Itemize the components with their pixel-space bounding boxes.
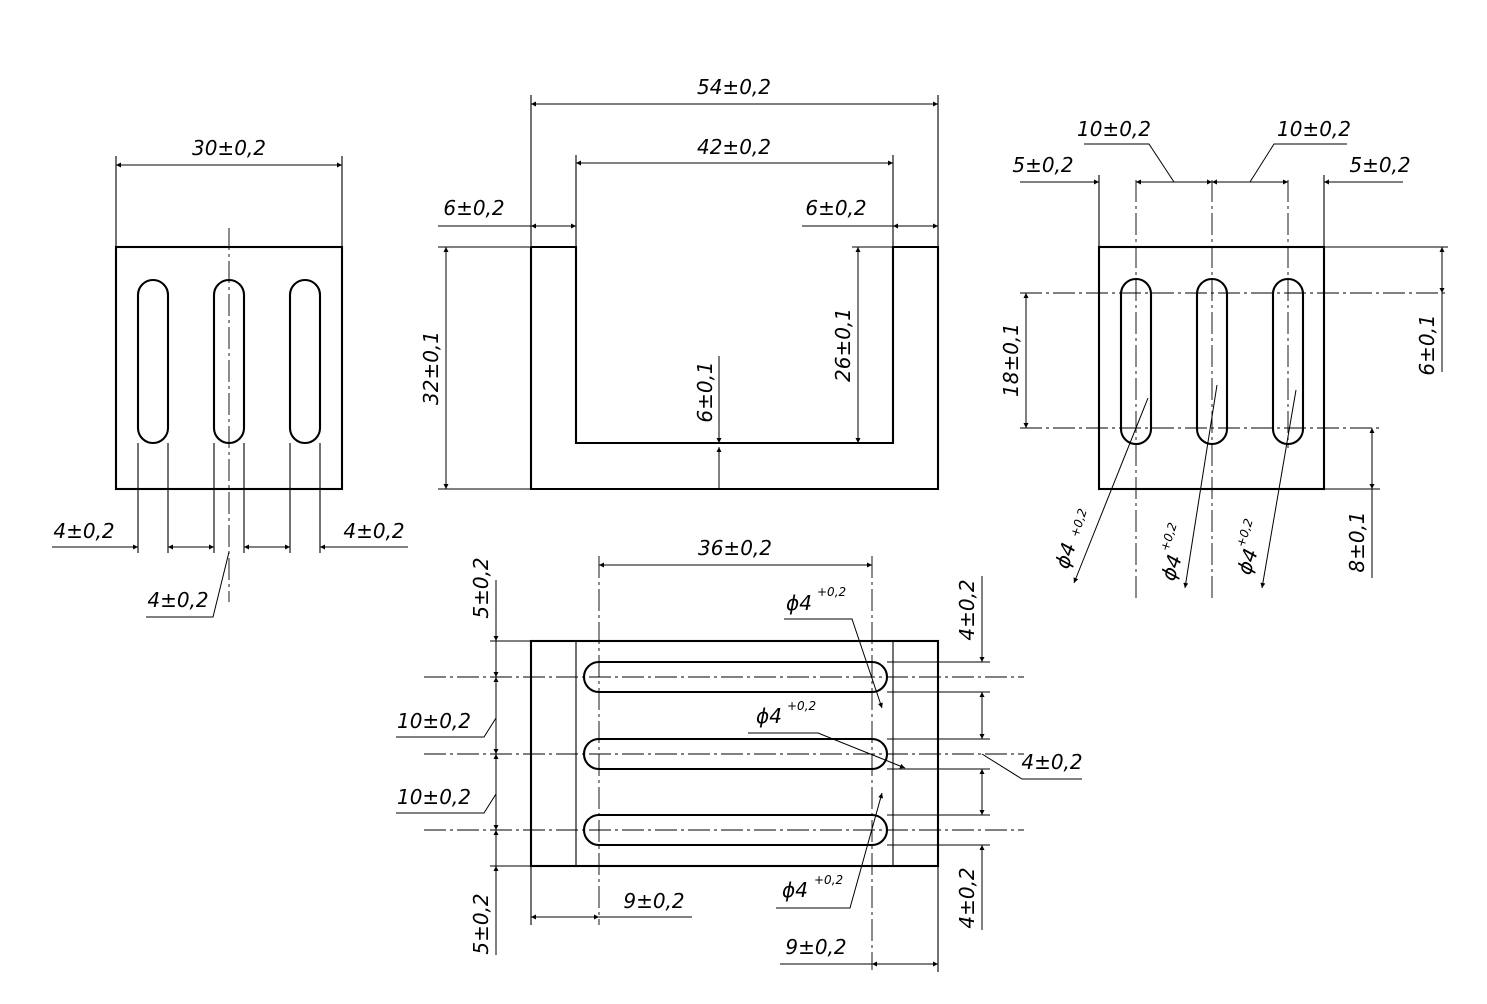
- right-hole-1-label: ϕ4: [1050, 539, 1081, 571]
- top-margin-bottom-label: 5±0,2: [469, 893, 493, 954]
- front-wall-left-label: 6±0,2: [443, 196, 504, 220]
- top-slot-span-label: 36±0,2: [698, 536, 772, 560]
- top-hole-1-tol: +0,2: [817, 585, 846, 599]
- right-pitch-left-label: 10±0,2: [1077, 117, 1151, 141]
- left-edge-right-label: 4±0,2: [343, 519, 404, 543]
- top-margin-top-label: 5±0,2: [469, 557, 493, 618]
- right-top-offset-label: 6±0,1: [1415, 314, 1439, 375]
- right-view-outline: [1097, 245, 1326, 491]
- top-slot-w-mid-label: 4±0,2: [1021, 750, 1082, 774]
- top-view: 36±0,2 5±0,2 5±0,2 10±0,2 10±0,2 4±0,2 4…: [396, 536, 1083, 972]
- right-view: 10±0,2 10±0,2 5±0,2 5±0,2 18±0,1 6±0,1 8…: [999, 117, 1448, 602]
- top-offset-right-label: 9±0,2: [785, 935, 846, 959]
- front-wall-right-label: 6±0,2: [805, 196, 866, 220]
- left-view: 30±0,2 4±0,2 4±0,2 4±0,2: [52, 136, 408, 618]
- front-inner-width-label: 42±0,2: [697, 135, 771, 159]
- front-inner-depth-label: 26±0,1: [831, 308, 855, 382]
- right-margin-right-label: 5±0,2: [1349, 153, 1410, 177]
- top-pitch-2-label: 10±0,2: [397, 785, 471, 809]
- left-edge-left-label: 4±0,2: [53, 519, 114, 543]
- right-margin-left-label: 5±0,2: [1012, 153, 1073, 177]
- right-pitch-right-label: 10±0,2: [1277, 117, 1351, 141]
- top-hole-2-label: ϕ4: [756, 704, 782, 728]
- front-view: 54±0,2 42±0,2 6±0,2 6±0,2 32±0,1 26±0,1 …: [419, 75, 940, 491]
- right-bottom-offset-label: 8±0,1: [1345, 511, 1369, 572]
- left-width-label: 30±0,2: [192, 136, 266, 160]
- front-height-label: 32±0,1: [419, 331, 443, 405]
- front-overall-width-label: 54±0,2: [697, 75, 771, 99]
- left-view-slot-1: [136, 278, 170, 445]
- top-slot-w-bottom-label: 4±0,2: [955, 867, 979, 928]
- right-slot-length-label: 18±0,1: [999, 323, 1023, 397]
- right-hole-2-label: ϕ4: [1156, 551, 1187, 583]
- top-pitch-1-label: 10±0,2: [397, 709, 471, 733]
- right-hole-2-tol: +0,2: [1158, 521, 1180, 553]
- front-view-outline: [529, 245, 940, 491]
- top-hole-2-tol: +0,2: [787, 699, 816, 713]
- front-base-label: 6±0,1: [693, 361, 717, 422]
- top-hole-3-tol: +0,2: [814, 873, 843, 887]
- right-hole-3-tol: +0,2: [1234, 517, 1256, 549]
- right-hole-3-label: ϕ4: [1232, 545, 1263, 577]
- top-hole-3-label: ϕ4: [782, 878, 808, 902]
- right-hole-1-tol: +0,2: [1068, 507, 1090, 539]
- left-view-slot-3: [288, 278, 322, 445]
- top-view-outline: [529, 639, 940, 868]
- top-hole-1-label: ϕ4: [786, 591, 812, 615]
- top-slot-w-top-label: 4±0,2: [955, 579, 979, 640]
- top-offset-left-label: 9±0,2: [623, 889, 684, 913]
- left-slot-width-label: 4±0,2: [147, 588, 208, 612]
